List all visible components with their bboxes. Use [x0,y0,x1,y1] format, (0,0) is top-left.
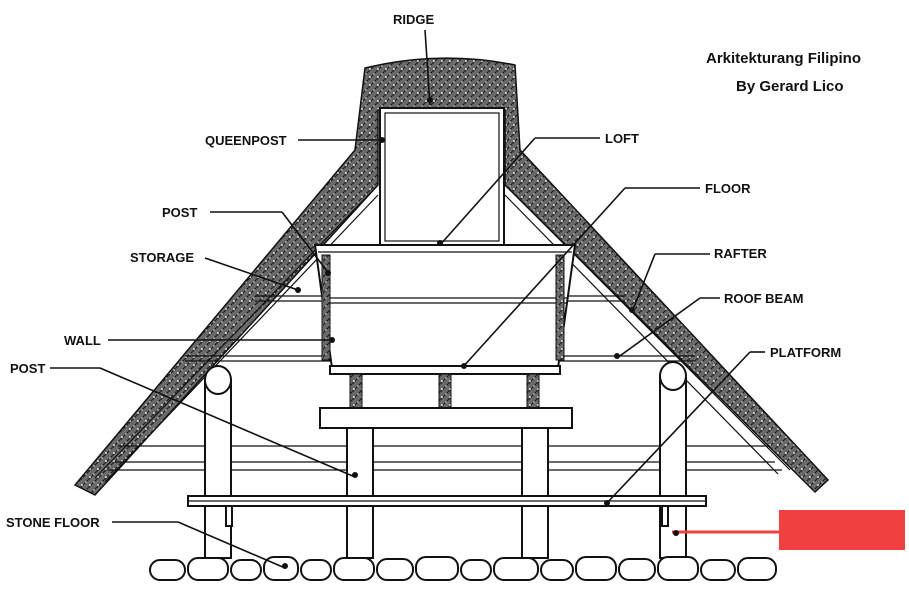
stone-floor [149,556,777,581]
label-queenpost: QUEENPOST [205,133,287,148]
short-posts [349,373,540,409]
rafter-lines [94,184,791,483]
label-storage: STORAGE [130,250,194,265]
queenpost-loft-box [379,107,505,247]
credit-title: Arkitekturang Filipino [706,50,861,67]
label-post-lower: POST [10,361,45,376]
label-ridge: RIDGE [393,12,435,27]
label-rafter: RAFTER [714,246,767,261]
thatch-roof [73,57,830,496]
leader-dots [282,97,679,569]
label-floor: FLOOR [705,181,751,196]
label-wall: WALL [64,333,101,348]
storage-box [313,244,577,369]
highlight-box [779,510,905,550]
storage-floor [329,365,561,375]
label-roof-beam: ROOF BEAM [724,291,803,306]
label-stone-floor: STONE FLOOR [6,515,100,530]
label-platform: PLATFORM [770,345,841,360]
label-loft: LOFT [605,131,639,146]
cross-beam [319,407,573,429]
main-posts [204,361,687,559]
credit-author: By Gerard Lico [736,78,844,95]
platform [187,495,707,527]
leader-lines [50,29,790,569]
label-post-upper: POST [162,205,197,220]
